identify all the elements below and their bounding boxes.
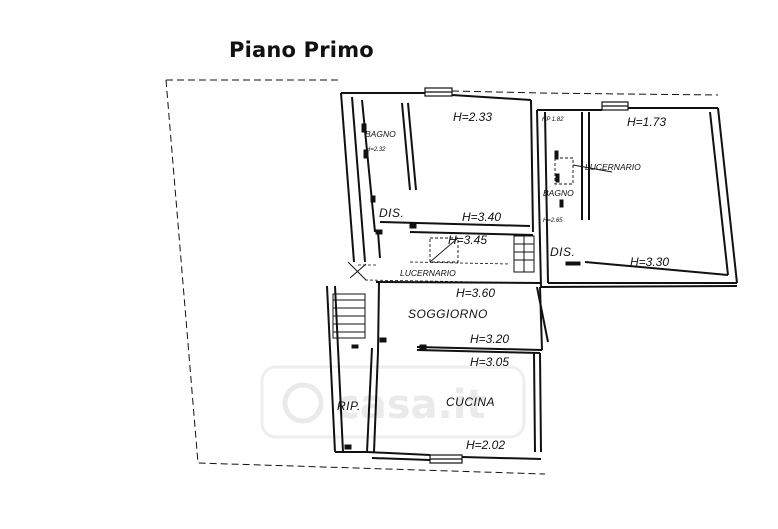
label-h-265: H=2.65: [543, 218, 563, 224]
skylights: [429, 157, 613, 263]
stairs: [332, 235, 535, 339]
door-marks: [344, 123, 581, 450]
skylight-left: [429, 237, 459, 263]
watermark: casa.it: [260, 365, 526, 439]
label-bagno-right: BAGNO: [543, 188, 574, 198]
label-h-360: H=3.60: [456, 286, 495, 300]
label-h-345: H=3.45: [448, 233, 487, 247]
windows: [424, 87, 629, 464]
plot-boundary: [165, 79, 719, 475]
label-hp-182: HP 1.82: [542, 117, 564, 123]
label-h-340: H=3.40: [462, 210, 501, 224]
label-dis-left: DIS.: [379, 206, 404, 220]
walls: [326, 92, 738, 461]
label-h-202: H=2.02: [466, 438, 505, 452]
label-h-173: H=1.73: [627, 115, 666, 129]
label-h-233: H=2.33: [453, 110, 492, 124]
label-lucernario-right: LUCERNARIO: [585, 162, 641, 172]
label-rip: RIP.: [337, 399, 361, 413]
house-icon: [282, 382, 324, 424]
label-h-330: H=3.30: [630, 255, 669, 269]
label-soggiorno: SOGGIORNO: [408, 307, 488, 321]
label-h-320: H=3.20: [470, 332, 509, 346]
skylight-right: [554, 157, 574, 185]
label-dis-right: DIS.: [550, 245, 575, 259]
room-labels: BAGNO H=2.32 H=2.33 DIS. H=3.40 H=3.45 L…: [337, 110, 669, 452]
watermark-text: casa.it: [336, 382, 486, 428]
label-bagno-left: BAGNO: [365, 129, 396, 139]
label-lucernario-left: LUCERNARIO: [400, 268, 456, 278]
label-h-305: H=3.05: [470, 355, 509, 369]
plan-title: Piano Primo: [229, 38, 374, 62]
label-h-bagno-left: H=2.32: [366, 147, 386, 153]
dashed-overhead-lines: [358, 261, 541, 284]
label-cucina: CUCINA: [446, 395, 495, 409]
